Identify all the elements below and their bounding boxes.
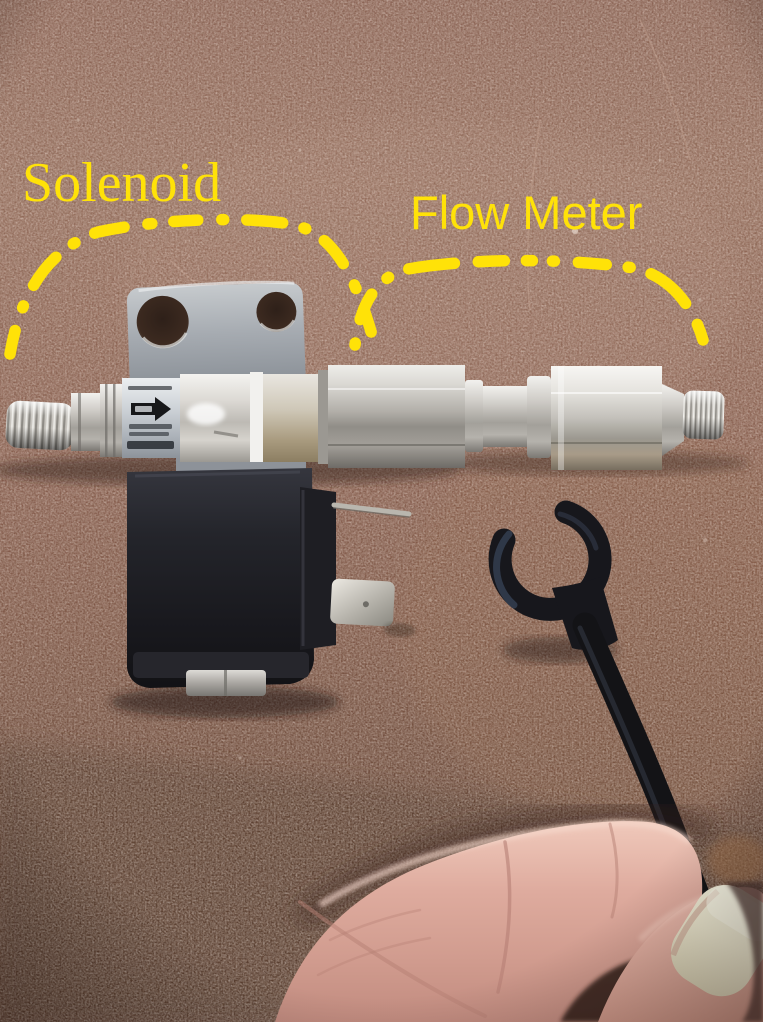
vignette bbox=[0, 0, 763, 1022]
photo-stage: Solenoid Flow Meter bbox=[0, 0, 763, 1022]
